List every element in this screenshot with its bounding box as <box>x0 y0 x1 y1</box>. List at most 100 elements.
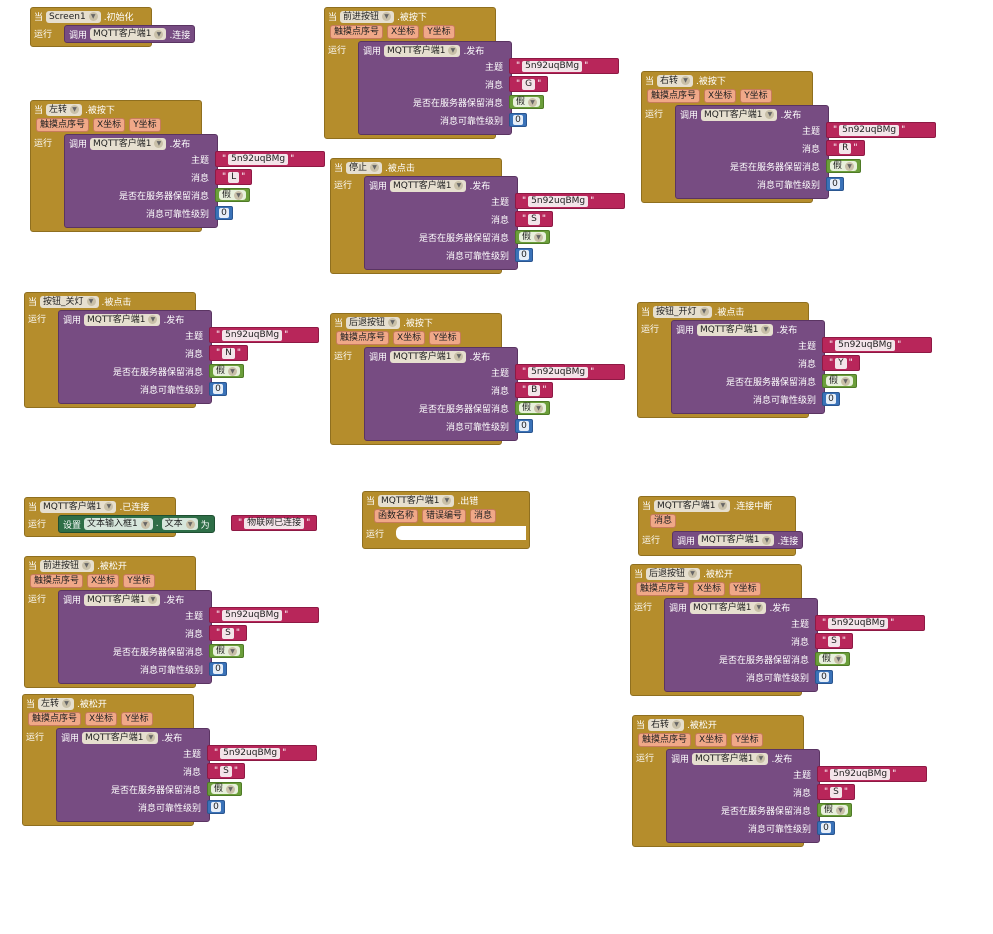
retain-boolean-block[interactable]: 假▼ <box>209 364 245 378</box>
qos-number-block[interactable]: 0 <box>215 206 233 220</box>
message-string-block[interactable]: "Y" <box>822 355 860 371</box>
message-value[interactable]: R <box>839 142 852 154</box>
mqtt-component-dropdown[interactable]: MQTT客户端1▼ <box>390 350 467 363</box>
message-string-block[interactable]: "S" <box>817 784 855 800</box>
message-value[interactable]: G <box>522 78 536 90</box>
mqtt-component-dropdown[interactable]: MQTT客户端1▼ <box>701 108 778 121</box>
param-param_y[interactable]: Y坐标 <box>423 25 455 39</box>
param-param_touch[interactable]: 触摸点序号 <box>647 89 701 103</box>
message-string-block[interactable]: "S" <box>815 633 853 649</box>
message-value[interactable]: L <box>228 171 240 183</box>
qos-number-block[interactable]: 0 <box>509 113 527 127</box>
param-param_y[interactable]: Y坐标 <box>123 574 155 588</box>
message-string-block[interactable]: "L" <box>215 169 253 185</box>
mqtt-component-dropdown[interactable]: MQTT客户端1▼ <box>90 28 167 40</box>
empty-statement-slot[interactable] <box>396 526 526 540</box>
mqtt-component-dropdown[interactable]: MQTT客户端1▼ <box>84 593 161 606</box>
topic-string-block[interactable]: "5n92uqBMg" <box>209 607 319 623</box>
message-string-block[interactable]: "S" <box>209 625 247 641</box>
retain-boolean-block[interactable]: 假▼ <box>822 374 858 388</box>
boolean-dropdown[interactable]: 假▼ <box>519 403 547 413</box>
qos-number-block[interactable]: 0 <box>515 248 533 262</box>
retain-boolean-block[interactable]: 假▼ <box>515 401 551 415</box>
param-param_x[interactable]: X坐标 <box>387 25 420 39</box>
message-value[interactable]: S <box>828 635 840 647</box>
message-value[interactable]: Y <box>835 357 847 369</box>
disconnect-param-0[interactable]: 消息 <box>650 514 677 528</box>
boolean-dropdown[interactable]: 假▼ <box>826 376 854 386</box>
qos-number-block[interactable]: 0 <box>515 419 533 433</box>
topic-string-block[interactable]: "5n92uqBMg" <box>817 766 927 782</box>
boolean-dropdown[interactable]: 假▼ <box>830 161 858 171</box>
message-value[interactable]: S <box>830 786 842 798</box>
param-param_y[interactable]: Y坐标 <box>129 118 161 132</box>
param-param_touch[interactable]: 触摸点序号 <box>636 582 690 596</box>
message-value[interactable]: N <box>222 347 235 359</box>
qos-number-block[interactable]: 0 <box>817 821 835 835</box>
mqtt-component-dropdown[interactable]: MQTT客户端1▼ <box>390 179 467 192</box>
qos-value[interactable]: 0 <box>219 208 229 218</box>
qos-number-block[interactable]: 0 <box>822 392 840 406</box>
component-dropdown[interactable]: 前进按钮▼ <box>340 10 395 23</box>
retain-boolean-block[interactable]: 假▼ <box>515 230 551 244</box>
topic-value[interactable]: 5n92uqBMg <box>839 124 900 136</box>
topic-value[interactable]: 5n92uqBMg <box>222 329 283 341</box>
topic-string-block[interactable]: "5n92uqBMg" <box>207 745 317 761</box>
param-param_touch[interactable]: 触摸点序号 <box>28 712 82 726</box>
error-param-0[interactable]: 函数名称 <box>374 509 419 523</box>
param-param_touch[interactable]: 触摸点序号 <box>336 331 390 345</box>
topic-value[interactable]: 5n92uqBMg <box>222 609 283 621</box>
message-value[interactable]: S <box>220 765 232 777</box>
qos-number-block[interactable]: 0 <box>209 382 227 396</box>
topic-value[interactable]: 5n92uqBMg <box>228 153 289 165</box>
mqtt-component-dropdown[interactable]: MQTT客户端1▼ <box>90 137 167 150</box>
boolean-dropdown[interactable]: 假▼ <box>213 646 241 656</box>
component-dropdown[interactable]: 按钮_关灯▼ <box>40 295 99 308</box>
component-dropdown[interactable]: 按钮_开灯▼ <box>653 305 712 318</box>
topic-value[interactable]: 5n92uqBMg <box>528 366 589 378</box>
param-param_y[interactable]: Y坐标 <box>740 89 772 103</box>
retain-boolean-block[interactable]: 假▼ <box>215 188 251 202</box>
mqtt-component-dropdown[interactable]: MQTT客户端1▼ <box>697 323 774 336</box>
retain-boolean-block[interactable]: 假▼ <box>207 782 243 796</box>
message-string-block[interactable]: "S" <box>207 763 245 779</box>
mqtt-component-dropdown[interactable]: MQTT客户端1▼ <box>690 601 767 614</box>
mqtt-component-dropdown[interactable]: MQTT客户端1▼ <box>84 313 161 326</box>
boolean-dropdown[interactable]: 假▼ <box>819 654 847 664</box>
component-dropdown[interactable]: MQTT客户端1▼ <box>40 500 117 513</box>
param-param_x[interactable]: X坐标 <box>393 331 426 345</box>
param-param_x[interactable]: X坐标 <box>704 89 737 103</box>
component-dropdown[interactable]: 前进按钮▼ <box>40 559 95 572</box>
param-param_touch[interactable]: 触摸点序号 <box>36 118 90 132</box>
param-param_x[interactable]: X坐标 <box>93 118 126 132</box>
param-param_y[interactable]: Y坐标 <box>121 712 153 726</box>
message-value[interactable]: S <box>222 627 234 639</box>
param-param_x[interactable]: X坐标 <box>85 712 118 726</box>
component-dropdown[interactable]: 右转▼ <box>648 718 685 731</box>
qos-value[interactable]: 0 <box>213 384 223 394</box>
component-dropdown[interactable]: 左转▼ <box>38 697 75 710</box>
topic-string-block[interactable]: "5n92uqBMg" <box>215 151 325 167</box>
topic-string-block[interactable]: "5n92uqBMg" <box>815 615 925 631</box>
message-string-block[interactable]: "N" <box>209 345 249 361</box>
component-dropdown[interactable]: 左转▼ <box>46 103 83 116</box>
mqtt-component-dropdown[interactable]: MQTT客户端1▼ <box>692 752 769 765</box>
retain-boolean-block[interactable]: 假▼ <box>815 652 851 666</box>
component-dropdown[interactable]: MQTT客户端1▼ <box>654 499 731 512</box>
topic-value[interactable]: 5n92uqBMg <box>828 617 889 629</box>
mqtt-component-dropdown[interactable]: MQTT客户端1▼ <box>384 44 461 57</box>
